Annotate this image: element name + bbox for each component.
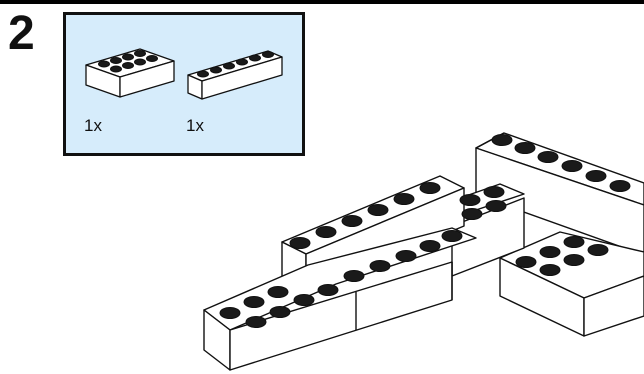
top-divider — [0, 0, 644, 4]
parts-list-panel: 1x 1x — [63, 12, 305, 156]
part-quantity: 1x — [186, 116, 204, 135]
step-number: 2 — [8, 7, 35, 60]
brick-2x4-icon — [85, 48, 175, 98]
part-quantity: 1x — [84, 116, 102, 135]
brick-1x6-icon — [187, 50, 283, 100]
